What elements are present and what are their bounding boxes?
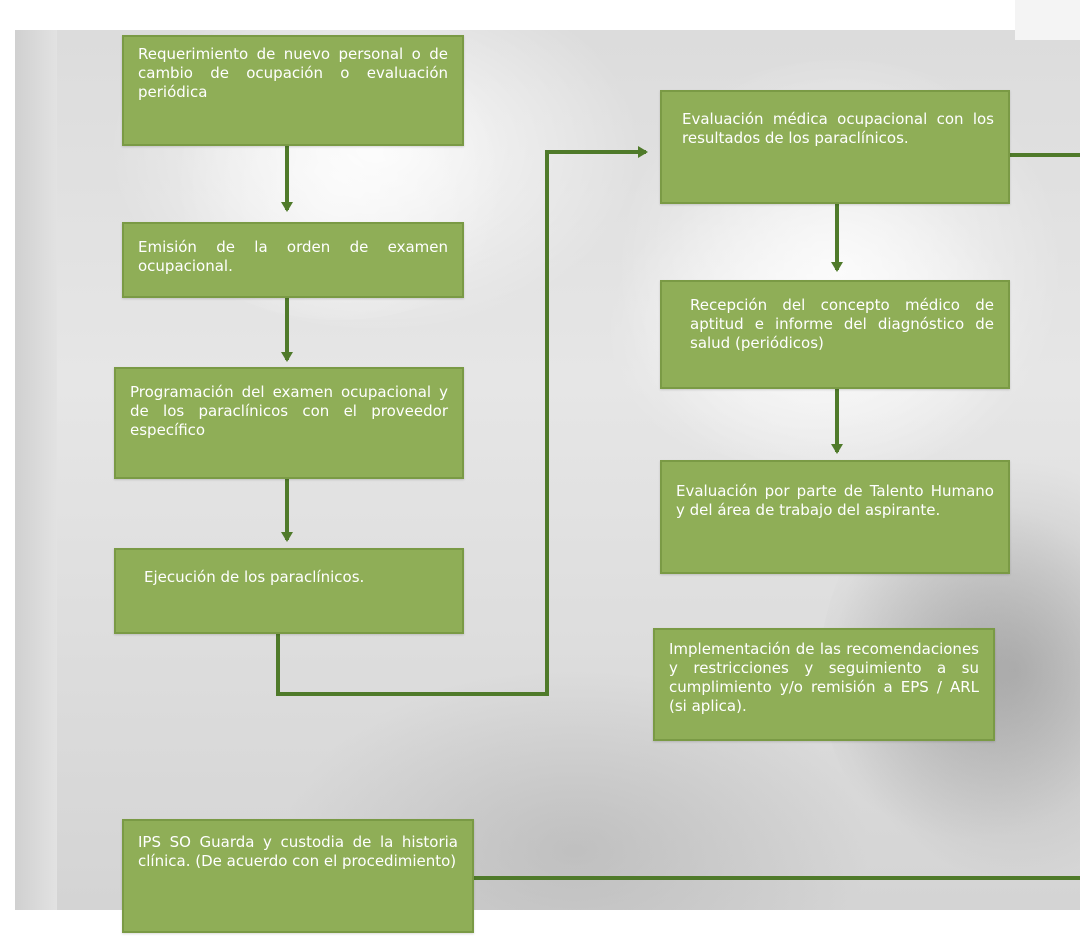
box-ejecucion-text: Ejecución de los paraclínicos. [144, 568, 365, 586]
box-implementacion: Implementación de las recomendaciones y … [653, 628, 995, 741]
box-evaluacion-talento: Evaluación por parte de Talento Humano y… [660, 460, 1010, 574]
box-evaluacion-medica-text: Evaluación médica ocupacional con los re… [682, 110, 994, 147]
connector-ejecucion-to-evaluacion [276, 146, 648, 696]
box-implementacion-text: Implementación de las recomendaciones y … [669, 640, 979, 715]
box-ips-custodia-text: IPS SO Guarda y custodia de la historia … [138, 833, 458, 870]
box-requerimiento-text: Requerimiento de nuevo personal o de cam… [138, 45, 448, 101]
box-recepcion-concepto-text: Recepción del concepto médico de aptitud… [690, 296, 994, 352]
top-right-corner [1015, 0, 1080, 40]
box-requerimiento: Requerimiento de nuevo personal o de cam… [122, 35, 464, 146]
box-emision-orden-text: Emisión de la orden de examen ocupaciona… [138, 238, 448, 275]
box-ips-custodia: IPS SO Guarda y custodia de la historia … [122, 819, 474, 933]
box-evaluacion-medica: Evaluación médica ocupacional con los re… [660, 90, 1010, 204]
box-evaluacion-talento-text: Evaluación por parte de Talento Humano y… [676, 482, 994, 519]
box-ejecucion: Ejecución de los paraclínicos. [114, 548, 464, 634]
box-programacion-text: Programación del examen ocupacional y de… [130, 383, 448, 439]
box-programacion: Programación del examen ocupacional y de… [114, 367, 464, 479]
box-emision-orden: Emisión de la orden de examen ocupaciona… [122, 222, 464, 298]
top-margin [0, 0, 1080, 30]
left-shade-band [15, 30, 57, 910]
box-recepcion-concepto: Recepción del concepto médico de aptitud… [660, 280, 1010, 389]
